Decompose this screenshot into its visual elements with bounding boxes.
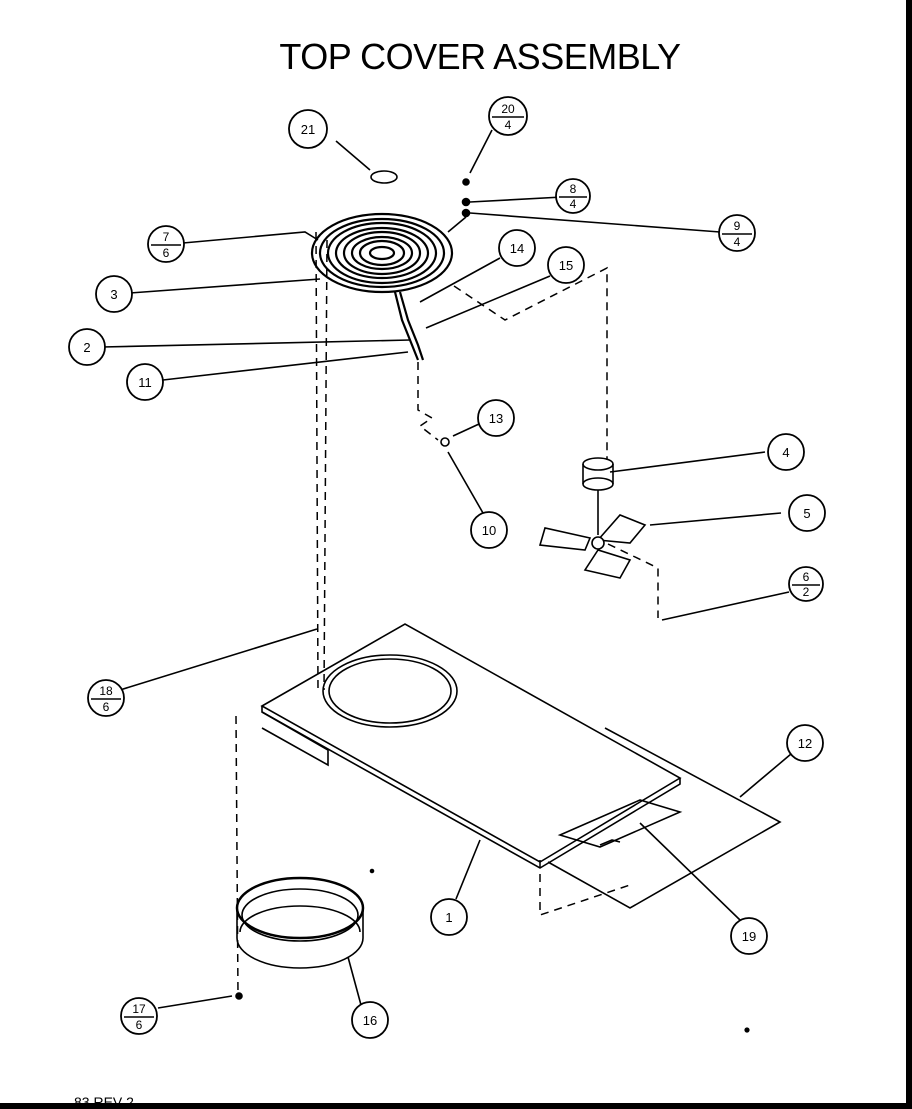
svg-text:2: 2 bbox=[803, 585, 810, 599]
condenser-coil bbox=[310, 212, 454, 361]
svg-text:21: 21 bbox=[301, 122, 315, 137]
frame-border-right bbox=[906, 0, 912, 1109]
svg-text:15: 15 bbox=[559, 258, 573, 273]
svg-text:7: 7 bbox=[163, 230, 170, 244]
callout-12: 12 bbox=[786, 724, 824, 762]
page-title: TOP COVER ASSEMBLY bbox=[279, 36, 681, 77]
callout-10: 10 bbox=[470, 511, 508, 549]
svg-text:4: 4 bbox=[734, 235, 741, 249]
side-flap bbox=[261, 711, 329, 767]
svg-text:6: 6 bbox=[803, 570, 810, 584]
svg-text:4: 4 bbox=[505, 118, 512, 132]
svg-text:9: 9 bbox=[734, 219, 741, 233]
bracket bbox=[557, 799, 683, 848]
callout-15: 15 bbox=[547, 246, 585, 284]
callout-3: 3 bbox=[95, 275, 133, 313]
callout-14: 14 bbox=[498, 229, 536, 267]
callout-6-2: 6 2 bbox=[788, 566, 824, 602]
svg-text:6: 6 bbox=[136, 1018, 143, 1032]
svg-text:17: 17 bbox=[132, 1002, 146, 1016]
callout-20-4: 20 4 bbox=[488, 96, 528, 136]
callout-13: 13 bbox=[477, 399, 515, 437]
callout-2: 2 bbox=[68, 328, 106, 366]
svg-text:19: 19 bbox=[742, 929, 756, 944]
fan-blade bbox=[538, 514, 647, 579]
callout-7-6: 7 6 bbox=[147, 225, 185, 263]
svg-text:1: 1 bbox=[445, 910, 452, 925]
callout-21: 21 bbox=[288, 109, 328, 149]
callout-5: 5 bbox=[788, 494, 826, 532]
svg-text:6: 6 bbox=[103, 700, 110, 714]
svg-text:4: 4 bbox=[570, 197, 577, 211]
svg-text:10: 10 bbox=[482, 523, 496, 538]
svg-text:6: 6 bbox=[163, 246, 170, 260]
top-cover-plate bbox=[260, 623, 682, 869]
svg-text:20: 20 bbox=[501, 102, 515, 116]
cap-part bbox=[370, 170, 398, 184]
callout-18-6: 18 6 bbox=[87, 679, 125, 717]
fan-shroud-ring bbox=[235, 876, 365, 969]
svg-text:12: 12 bbox=[798, 736, 812, 751]
svg-text:14: 14 bbox=[510, 241, 524, 256]
callout-9-4: 9 4 bbox=[718, 214, 756, 252]
svg-text:16: 16 bbox=[363, 1013, 377, 1028]
svg-text:8: 8 bbox=[570, 182, 577, 196]
svg-text:5: 5 bbox=[803, 506, 810, 521]
callout-19: 19 bbox=[730, 917, 768, 955]
callout-1: 1 bbox=[430, 898, 468, 936]
callout-17-6: 17 6 bbox=[120, 997, 158, 1035]
screw-part bbox=[462, 178, 470, 186]
svg-text:11: 11 bbox=[138, 375, 152, 390]
fan-motor bbox=[582, 457, 614, 535]
svg-text:3: 3 bbox=[110, 287, 117, 302]
callout-11: 11 bbox=[126, 363, 164, 401]
svg-text:2: 2 bbox=[83, 340, 90, 355]
frame-border-bottom bbox=[0, 1103, 912, 1109]
svg-text:13: 13 bbox=[489, 411, 503, 426]
svg-text:18: 18 bbox=[99, 684, 113, 698]
panel bbox=[547, 727, 782, 909]
callout-4: 4 bbox=[767, 433, 805, 471]
svg-text:4: 4 bbox=[782, 445, 789, 460]
callout-16: 16 bbox=[351, 1001, 389, 1039]
nut-part bbox=[461, 197, 471, 207]
callout-8-4: 8 4 bbox=[555, 178, 591, 214]
washer-part bbox=[461, 208, 471, 218]
